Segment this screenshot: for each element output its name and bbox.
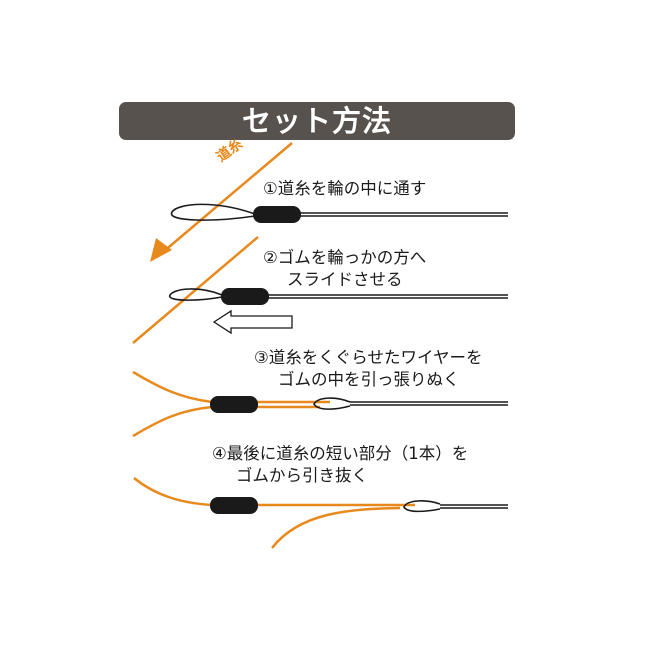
slide-arrow bbox=[212, 309, 293, 335]
wire-loop bbox=[170, 203, 256, 221]
step-3-line-1: ③道糸をくぐらせたワイヤーを bbox=[254, 348, 483, 367]
fishing-line-cut bbox=[271, 506, 401, 549]
step-2-line-2: スライドさせる bbox=[287, 270, 403, 289]
arrow-head bbox=[150, 238, 172, 262]
step-2-line-1: ②ゴムを輪っかの方へ bbox=[263, 248, 427, 267]
step-2-text: ②ゴムを輪っかの方へ スライドさせる bbox=[263, 247, 426, 291]
step-4-line-2: ゴムから引き抜く bbox=[236, 466, 368, 485]
step-4-illustration bbox=[133, 477, 508, 549]
wire-loop bbox=[169, 288, 223, 301]
header-title: セット方法 bbox=[241, 104, 392, 138]
section-header: セット方法 bbox=[119, 102, 515, 140]
step-1-text: ①道糸を輪の中に通す bbox=[263, 178, 426, 200]
rubber-stopper bbox=[210, 497, 258, 514]
step-4-line-1: ④最後に道糸の短い部分（1本）を bbox=[212, 444, 469, 463]
step-4-text: ④最後に道糸の短い部分（1本）を ゴムから引き抜く bbox=[212, 443, 468, 487]
step-3-illustration bbox=[132, 370, 508, 438]
rubber-stopper bbox=[221, 288, 269, 305]
step-1-illustration bbox=[150, 142, 508, 262]
step-3-text: ③道糸をくぐらせたワイヤーを ゴムの中を引っ張りぬく bbox=[254, 347, 482, 391]
step-3-line-2: ゴムの中を引っ張りぬく bbox=[278, 370, 460, 389]
fishing-line-diagonal bbox=[162, 142, 293, 253]
rubber-stopper bbox=[210, 396, 258, 413]
wire-loop bbox=[313, 397, 351, 410]
fishing-line-diagonal bbox=[132, 236, 259, 344]
step-1-line-1: ①道糸を輪の中に通す bbox=[263, 179, 427, 198]
step-2-illustration bbox=[132, 236, 508, 344]
wire-loop bbox=[403, 500, 441, 513]
rubber-stopper bbox=[253, 206, 301, 223]
